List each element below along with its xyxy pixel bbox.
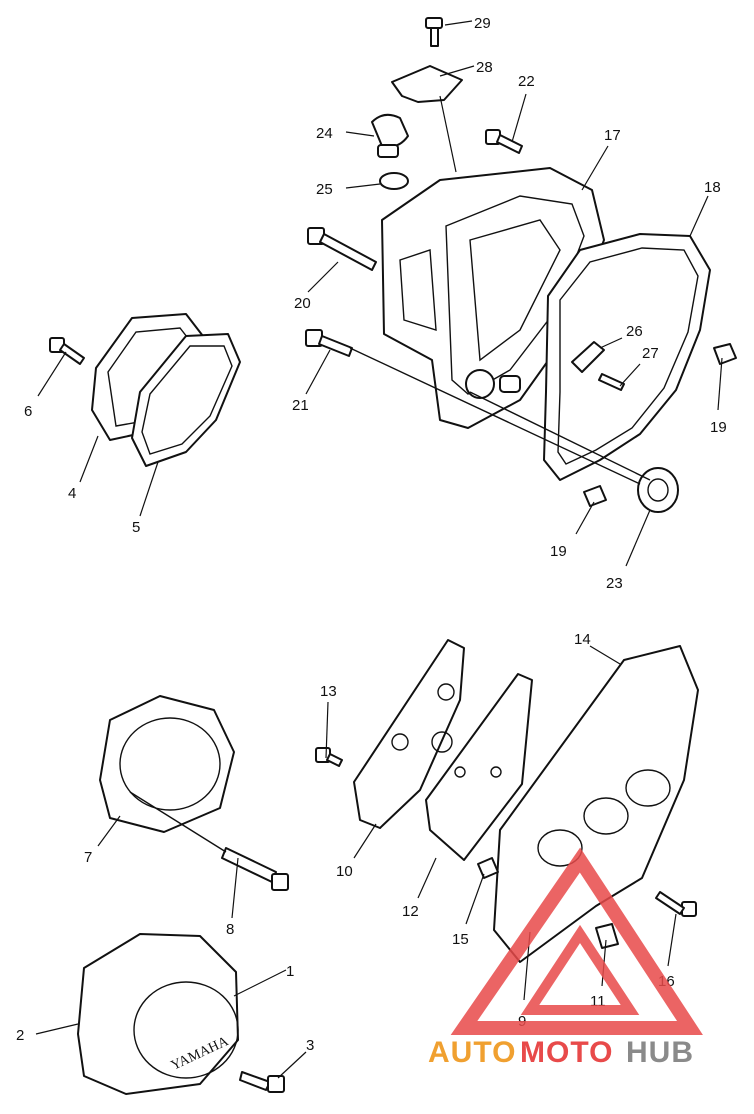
part-10-hole-c bbox=[437, 683, 455, 701]
callout-13: 13 bbox=[320, 683, 337, 700]
part-19-dowel-right bbox=[713, 343, 737, 365]
callout-1: 1 bbox=[286, 963, 294, 980]
callout-24: 24 bbox=[316, 125, 333, 142]
callout-22: 22 bbox=[518, 73, 535, 90]
part-29-bolt bbox=[425, 17, 443, 47]
callout-12: 12 bbox=[402, 903, 419, 920]
part-10-plate bbox=[353, 639, 465, 829]
part-23-plug bbox=[637, 467, 679, 513]
callout-labels: 29 28 22 24 17 25 18 20 26 27 19 21 19 2… bbox=[16, 15, 727, 1054]
alignment-line-b bbox=[469, 391, 651, 481]
callout-5: 5 bbox=[132, 519, 140, 536]
callout-20: 20 bbox=[294, 295, 311, 312]
part-5-gasket-inner bbox=[141, 345, 233, 455]
part-19-dowel-left bbox=[583, 485, 607, 507]
callout-8: 8 bbox=[226, 921, 234, 938]
part-3-bolt bbox=[239, 1071, 285, 1093]
part-22-bolt bbox=[485, 129, 523, 154]
part-14-window-c bbox=[625, 769, 671, 807]
part-5-gasket bbox=[131, 333, 241, 467]
watermark-text-hub: HUB bbox=[626, 1036, 694, 1069]
callout-7: 7 bbox=[84, 849, 92, 866]
part-6-bolt bbox=[49, 337, 85, 365]
watermark-logo bbox=[450, 847, 703, 1035]
callout-14: 14 bbox=[574, 631, 591, 648]
part-21-bolt bbox=[305, 329, 353, 357]
watermark-text-moto: MOTO bbox=[520, 1036, 613, 1069]
watermark-text-auto: AUTO bbox=[428, 1036, 516, 1069]
part-18-gasket bbox=[543, 233, 711, 481]
leader-lines bbox=[35, 20, 723, 1079]
part-12-gasket-plate bbox=[425, 673, 533, 861]
part-28-bracket bbox=[391, 65, 463, 103]
callout-21: 21 bbox=[292, 397, 309, 414]
part-14-window-b bbox=[583, 797, 629, 835]
part-8-guide-line bbox=[129, 791, 227, 853]
alignment-line-a bbox=[349, 347, 641, 485]
part-27-screw bbox=[598, 373, 625, 391]
part-17-crankcase-cover bbox=[381, 167, 605, 429]
part-1-yamaha-cover: YAMAHA bbox=[77, 933, 239, 1095]
watermark-triangle-red bbox=[450, 847, 703, 1035]
part-10-hole-b bbox=[431, 731, 453, 753]
part-14-window-a bbox=[537, 829, 583, 867]
part-20-bolt bbox=[307, 227, 377, 271]
part-13-screw bbox=[315, 747, 343, 767]
callout-23: 23 bbox=[606, 575, 623, 592]
part-16-bolt bbox=[655, 891, 697, 917]
watermark-triangle-inner bbox=[520, 924, 640, 1015]
part-18-gasket-inner bbox=[557, 247, 699, 465]
callout-17: 17 bbox=[604, 127, 621, 144]
part-7-inner-cover bbox=[99, 695, 235, 833]
callout-6: 6 bbox=[24, 403, 32, 420]
callout-15: 15 bbox=[452, 931, 469, 948]
part-11-collar bbox=[595, 923, 619, 949]
part-26-dowel bbox=[571, 341, 605, 373]
callout-10: 10 bbox=[336, 863, 353, 880]
part-15-dowel bbox=[477, 857, 499, 879]
callout-26: 26 bbox=[626, 323, 643, 340]
part-14-sprocket-cover bbox=[493, 645, 699, 963]
part-25-o-ring bbox=[379, 172, 409, 190]
part-24-filler-cap bbox=[371, 113, 409, 158]
watermark-wordmark: AUTO MOTO HUB bbox=[428, 1036, 694, 1069]
callout-19-left: 19 bbox=[550, 543, 567, 560]
part-10-hole-a bbox=[391, 733, 409, 751]
part-12-hole-b bbox=[490, 766, 502, 778]
part-8-bolt bbox=[221, 847, 289, 891]
callout-27: 27 bbox=[642, 345, 659, 362]
callout-28: 28 bbox=[476, 59, 493, 76]
callout-29: 29 bbox=[474, 15, 491, 32]
callout-19-right: 19 bbox=[710, 419, 727, 436]
callout-4: 4 bbox=[68, 485, 76, 502]
callout-2: 2 bbox=[16, 1027, 24, 1044]
callout-18: 18 bbox=[704, 179, 721, 196]
callout-25: 25 bbox=[316, 181, 333, 198]
part-12-hole-a bbox=[454, 766, 466, 778]
callout-3: 3 bbox=[306, 1037, 314, 1054]
